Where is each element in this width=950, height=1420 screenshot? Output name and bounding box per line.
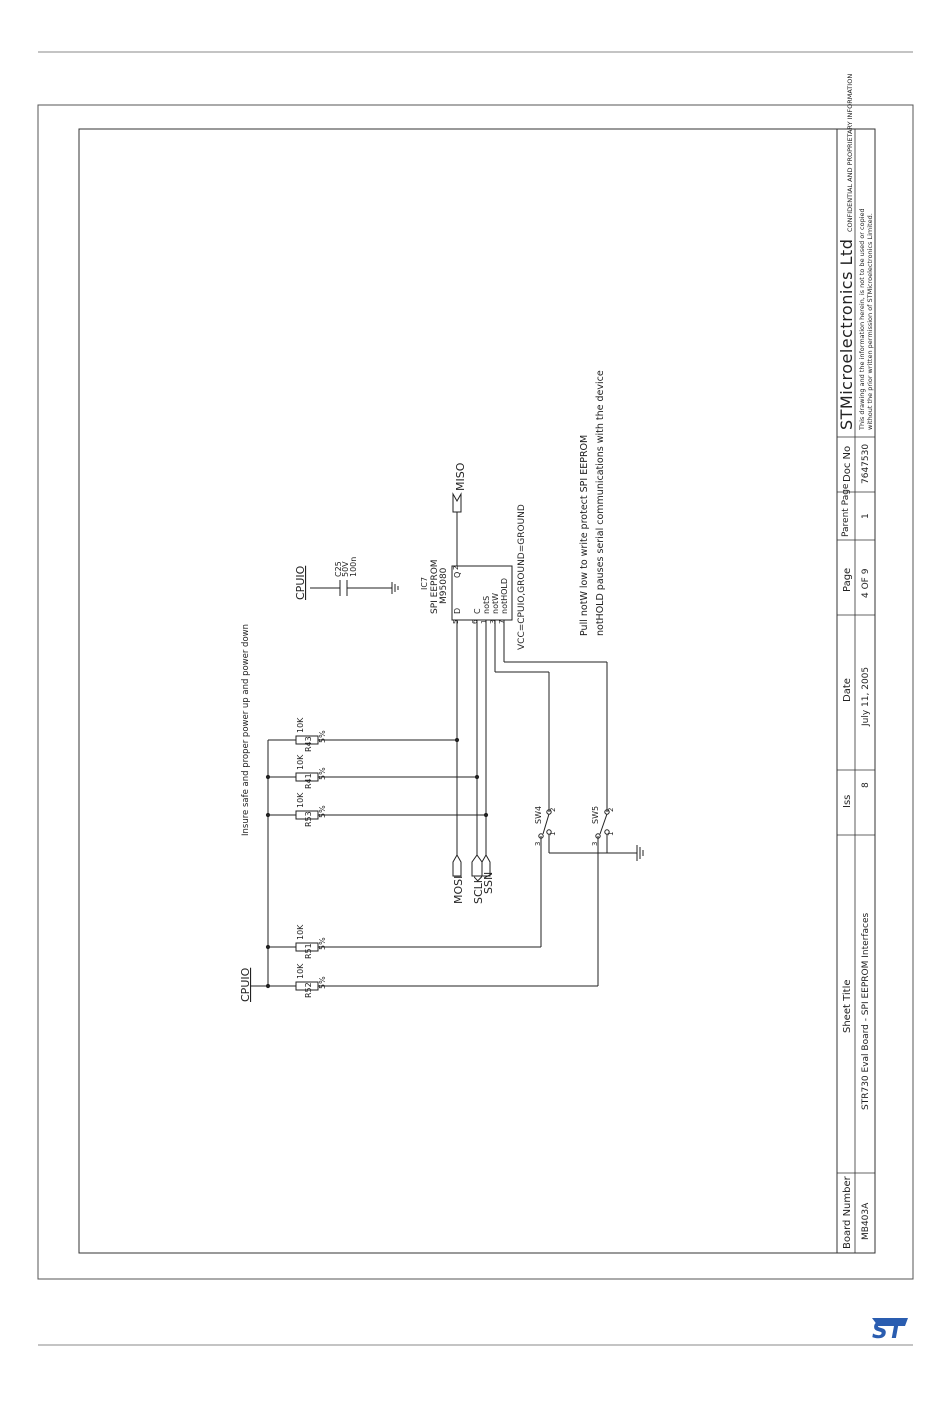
sw4-p2: 2 xyxy=(549,808,557,812)
net-cpuio-main: CPUIO xyxy=(239,967,252,1002)
pin-num-7: 7 xyxy=(498,620,506,624)
doc-no-value: 7647530 xyxy=(861,444,871,484)
sw5-p1: 1 xyxy=(607,832,615,836)
pin-q: Q xyxy=(453,572,462,578)
sw4-pin3 xyxy=(538,833,544,839)
pin-num-5: 5 xyxy=(452,620,460,624)
title-block: Board Number MB403A Sheet Title STR730 E… xyxy=(836,74,875,1253)
net-cpuio-cap: CPUIO xyxy=(294,565,307,600)
svg-text:ST: ST xyxy=(872,1319,905,1344)
r43-value: 10K xyxy=(296,717,305,733)
c25-value: 100n xyxy=(349,557,358,577)
parent-page-value: 1 xyxy=(861,513,871,519)
r52-ref: R52 xyxy=(304,982,313,998)
r41-tol: 5% xyxy=(318,767,327,780)
pin-nots: notS xyxy=(482,596,491,614)
net-vcc-note: VCC=CPUIO,GROUND=GROUND xyxy=(517,504,527,650)
page-label: Page xyxy=(842,568,853,592)
ic7-body xyxy=(451,565,513,621)
r41-ref: R41 xyxy=(304,773,313,789)
net-mosi: MOSI xyxy=(452,876,465,904)
pin-num-3: 3 xyxy=(489,620,497,624)
miso-connector xyxy=(452,492,462,513)
c25-ref: C25 xyxy=(334,561,343,577)
pin-nothold: notHOLD xyxy=(500,578,509,614)
pin-d: D xyxy=(453,608,462,614)
pin-notw: notW xyxy=(491,593,500,614)
company-name: STMicroelectronics Ltd xyxy=(837,239,856,430)
r51-value: 10K xyxy=(296,924,305,940)
note-insure: Insure safe and proper power up and powe… xyxy=(241,624,251,836)
junction xyxy=(265,983,271,989)
sw4-p1: 1 xyxy=(549,832,557,836)
r43-tol: 5% xyxy=(318,730,327,743)
pin-c: C xyxy=(473,608,482,614)
st-logo: ST xyxy=(872,1318,908,1344)
disclaimer-line-2: without the prior written permission of … xyxy=(866,213,874,430)
mosi-connector xyxy=(452,853,462,877)
sw5-p2: 2 xyxy=(607,808,615,812)
pin-num-6: 6 xyxy=(471,619,479,624)
iss-value: 8 xyxy=(861,782,871,788)
note-nothold: notHOLD pauses serial communications wit… xyxy=(595,370,606,636)
r51-ref: R51 xyxy=(304,943,313,959)
sclk-connector xyxy=(471,854,483,877)
note-pull-notw: Pull notW low to write protect SPI EEPRO… xyxy=(579,435,590,636)
confidential-note: CONFIDENTIAL AND PROPRIETARY INFORMATION xyxy=(846,74,854,232)
r51-tol: 5% xyxy=(318,937,327,950)
sw5-pin3 xyxy=(595,833,601,839)
ssn-connector xyxy=(481,853,491,877)
r53-value: 10K xyxy=(296,792,305,808)
r52-tol: 5% xyxy=(318,976,327,989)
sheet-title: STR730 Eval Board - SPI EEPROM Interface… xyxy=(861,912,871,1110)
ic7-part: M95080 xyxy=(439,567,449,604)
r52-value: 10K xyxy=(296,963,305,979)
ic7-type: SPI EEPROM xyxy=(430,559,440,614)
page-value: 4 OF 9 xyxy=(861,568,871,598)
r41-value: 10K xyxy=(296,754,305,770)
sw4-lever xyxy=(542,813,550,835)
schematic-labels: CPUIO CPUIO Insure safe and proper power… xyxy=(239,370,615,1002)
sw5-lever xyxy=(599,813,608,835)
sw5-p3: 3 xyxy=(591,842,599,846)
r53-ref: R53 xyxy=(304,811,313,827)
r53-tol: 5% xyxy=(318,805,327,818)
outer-frame xyxy=(37,104,914,1280)
date-value: July 11, 2005 xyxy=(861,667,871,727)
ic7-ref: IC7 xyxy=(420,577,429,590)
sw4-p3: 3 xyxy=(534,842,542,846)
sw4-ref: SW4 xyxy=(534,806,543,824)
board-number-label: Board Number xyxy=(842,1175,853,1249)
pin-num-1: 1 xyxy=(480,620,488,624)
r43-ref: R43 xyxy=(304,736,313,752)
net-miso: MISO xyxy=(454,462,467,491)
parent-page-label: Parent Page xyxy=(841,483,851,537)
pin-num-2: 2 xyxy=(452,566,460,570)
sw5-ref: SW5 xyxy=(591,806,600,824)
net-sclk: SCLK xyxy=(472,875,485,904)
sheet-title-label: Sheet Title xyxy=(842,979,853,1033)
drawing-frame xyxy=(78,128,876,1254)
iss-label: Iss xyxy=(842,795,853,808)
c25-voltage: 50V xyxy=(341,561,350,577)
net-ssn: SSN xyxy=(482,872,495,894)
doc-no-label: Doc No xyxy=(842,446,853,482)
schematic xyxy=(250,492,644,991)
board-number: MB403A xyxy=(861,1202,871,1240)
date-label: Date xyxy=(842,678,853,702)
disclaimer-line-1: This drawing and the information herein,… xyxy=(858,208,866,431)
